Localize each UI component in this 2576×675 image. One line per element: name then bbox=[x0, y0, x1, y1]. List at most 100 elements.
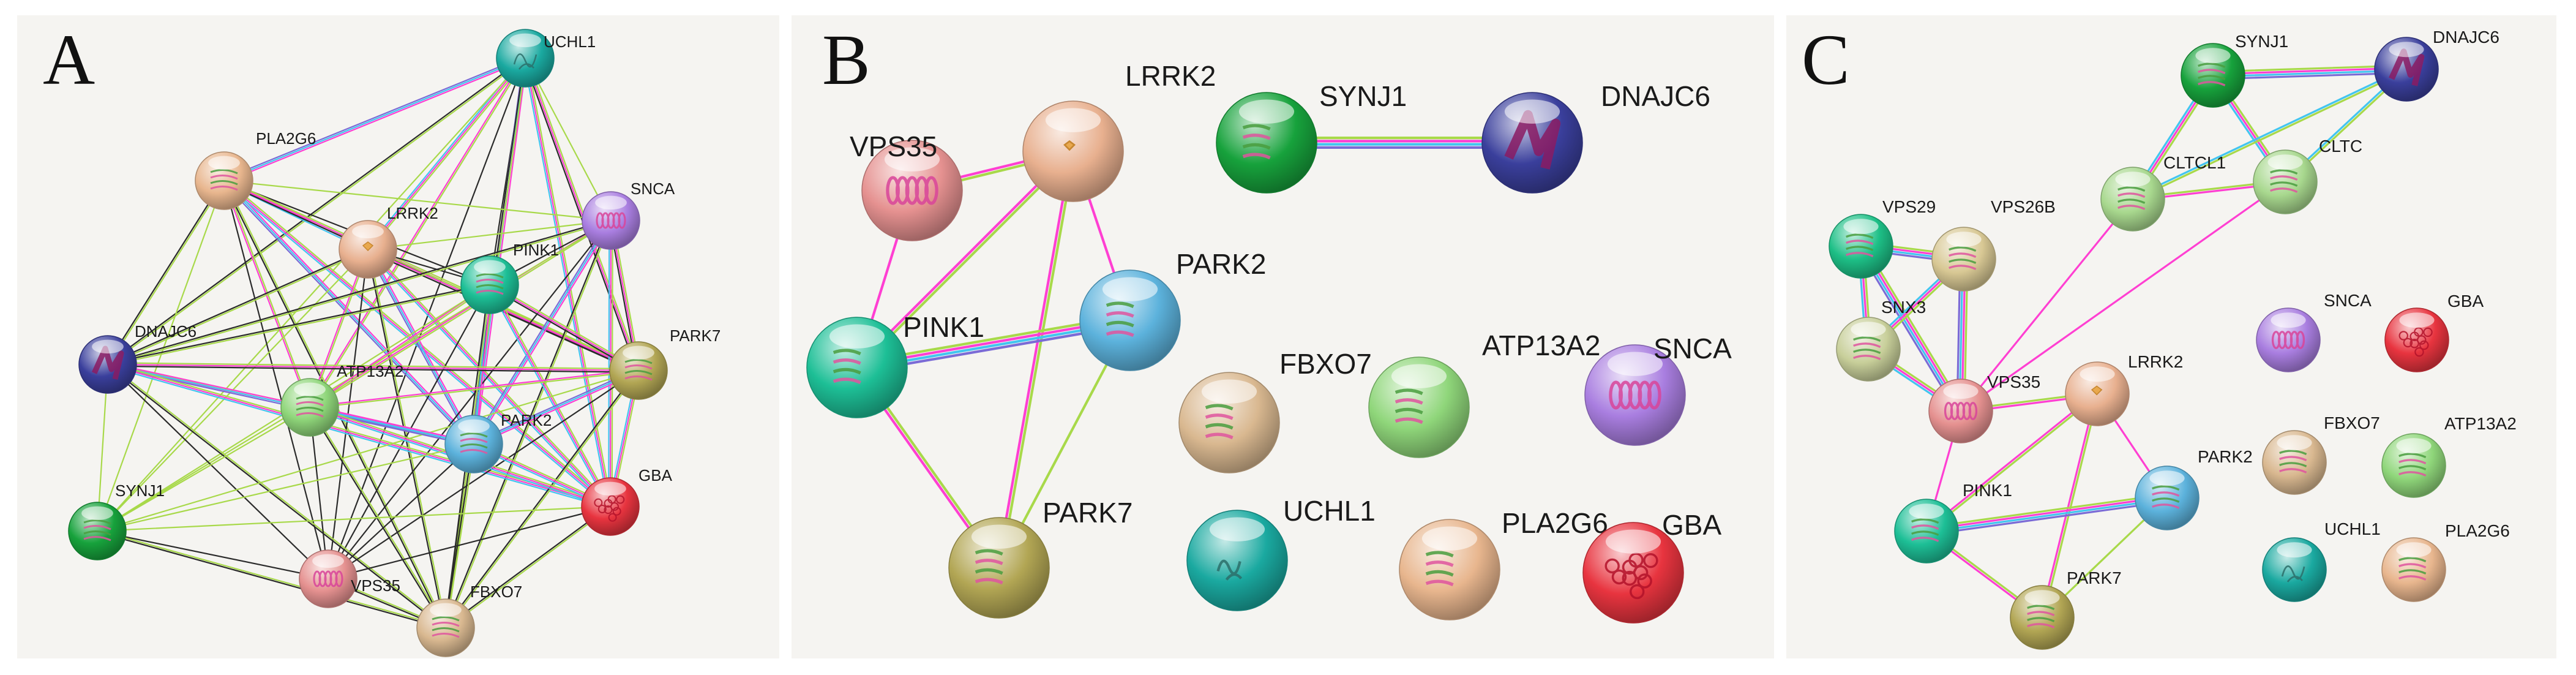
protein-node[interactable]: SNCA bbox=[1584, 333, 1732, 446]
interaction-edge bbox=[107, 58, 526, 366]
protein-node[interactable]: FBXO7 bbox=[1178, 348, 1372, 473]
interaction-edge bbox=[107, 283, 490, 364]
interaction-edge bbox=[471, 219, 610, 444]
interaction-edge bbox=[369, 58, 528, 251]
structure-glyph bbox=[432, 616, 460, 638]
protein-node[interactable]: PARK2 bbox=[2135, 447, 2253, 530]
interaction-edge bbox=[96, 530, 329, 580]
protein-node[interactable]: GBA bbox=[581, 466, 673, 536]
protein-node[interactable]: UCHL1 bbox=[2262, 519, 2381, 602]
structure-glyph bbox=[2117, 186, 2146, 210]
node-highlight bbox=[595, 195, 627, 210]
interaction-edge bbox=[367, 248, 475, 445]
interaction-edge bbox=[309, 371, 640, 409]
protein-node[interactable]: GBA bbox=[2384, 292, 2484, 372]
interaction-edge bbox=[608, 219, 610, 508]
node-label: PINK1 bbox=[513, 241, 559, 259]
structure-glyph bbox=[210, 169, 238, 191]
protein-node[interactable]: CLTCL1 bbox=[2100, 153, 2226, 232]
node-highlight bbox=[2277, 435, 2312, 451]
protein-node[interactable]: PINK1 bbox=[806, 311, 984, 418]
interaction-edge bbox=[524, 57, 612, 222]
protein-node[interactable]: LRRK2 bbox=[339, 204, 438, 279]
interaction-edge bbox=[996, 149, 1073, 569]
protein-node[interactable]: SYNJ1 bbox=[1216, 80, 1407, 194]
interaction-edge bbox=[327, 443, 475, 580]
protein-node[interactable]: PARK2 bbox=[1079, 248, 1266, 371]
protein-node[interactable]: UCHL1 bbox=[496, 29, 596, 88]
structure-glyph bbox=[460, 432, 488, 454]
protein-node[interactable]: VPS26B bbox=[1931, 197, 2056, 292]
interaction-edge bbox=[97, 529, 447, 628]
protein-node[interactable]: PLA2G6 bbox=[2381, 521, 2510, 602]
node-highlight bbox=[352, 224, 384, 239]
protein-node[interactable]: SYNJ1 bbox=[2181, 32, 2288, 108]
protein-node[interactable]: UCHL1 bbox=[1186, 495, 1376, 611]
structure-glyph bbox=[2270, 169, 2298, 193]
protein-node[interactable]: PLA2G6 bbox=[1399, 507, 1608, 620]
protein-node[interactable]: SNCA bbox=[582, 179, 675, 250]
protein-node[interactable]: VPS35 bbox=[299, 549, 400, 608]
interaction-edge bbox=[1960, 181, 2286, 412]
interaction-edge bbox=[446, 220, 613, 629]
protein-node[interactable]: FBXO7 bbox=[416, 583, 522, 657]
protein-node[interactable]: PARK7 bbox=[948, 497, 1133, 619]
protein-node[interactable]: CLTC bbox=[2253, 137, 2362, 214]
protein-node[interactable]: LRRK2 bbox=[2065, 352, 2183, 426]
protein-node[interactable]: DNAJC6 bbox=[1481, 80, 1710, 194]
node-highlight bbox=[1201, 379, 1257, 404]
structure-glyph bbox=[1911, 518, 1939, 542]
protein-node[interactable]: DNAJC6 bbox=[78, 322, 197, 394]
node-label: SNCA bbox=[631, 179, 675, 198]
node-sphere bbox=[1186, 510, 1288, 611]
protein-node[interactable]: ATP13A2 bbox=[1368, 330, 1600, 458]
protein-node[interactable]: PINK1 bbox=[460, 241, 559, 314]
interaction-edge bbox=[224, 179, 312, 408]
protein-node[interactable]: VPS29 bbox=[1829, 197, 1936, 279]
protein-node[interactable]: ATP13A2 bbox=[2381, 414, 2517, 498]
node-sphere bbox=[1399, 519, 1500, 620]
interaction-edge bbox=[473, 219, 612, 445]
interaction-edge bbox=[309, 285, 491, 409]
interaction-edge bbox=[2212, 64, 2408, 73]
interaction-edge bbox=[524, 57, 612, 508]
node-sphere bbox=[1079, 270, 1181, 371]
structure-glyph bbox=[1106, 301, 1134, 338]
structure-glyph bbox=[2091, 385, 2103, 396]
interaction-edge bbox=[96, 406, 311, 532]
protein-node[interactable]: GBA bbox=[1582, 509, 1721, 624]
interaction-edge bbox=[223, 59, 527, 183]
interaction-edge bbox=[474, 221, 613, 446]
node-highlight bbox=[829, 324, 885, 349]
interaction-edge bbox=[107, 363, 640, 372]
protein-node[interactable]: VPS35 bbox=[1928, 372, 2040, 443]
interaction-edge bbox=[107, 365, 640, 373]
protein-node[interactable]: DNAJC6 bbox=[2374, 28, 2499, 102]
node-highlight bbox=[2024, 590, 2060, 606]
protein-node[interactable]: FBXO7 bbox=[2262, 413, 2380, 495]
interaction-edge bbox=[472, 368, 638, 443]
protein-node[interactable]: SNCA bbox=[2256, 291, 2372, 372]
protein-node[interactable]: SYNJ1 bbox=[68, 481, 165, 560]
protein-node[interactable]: PARK7 bbox=[609, 326, 721, 400]
structure-glyph bbox=[476, 273, 504, 295]
protein-node[interactable]: PARK7 bbox=[2010, 568, 2122, 650]
protein-node[interactable]: SNX3 bbox=[1836, 298, 1926, 382]
protein-node[interactable]: ATP13A2 bbox=[280, 362, 403, 437]
protein-node[interactable]: VPS35 bbox=[850, 130, 963, 241]
protein-node[interactable]: LRRK2 bbox=[1022, 60, 1216, 202]
interaction-edge bbox=[108, 180, 226, 366]
structure-glyph bbox=[83, 519, 111, 541]
structure-glyph bbox=[594, 495, 625, 522]
interaction-edge bbox=[107, 247, 369, 364]
interaction-edge bbox=[999, 150, 1076, 570]
protein-node[interactable]: PINK1 bbox=[1894, 481, 2012, 564]
interaction-edge bbox=[2131, 67, 2407, 199]
interaction-edge bbox=[327, 505, 612, 580]
structure-glyph bbox=[2398, 453, 2427, 477]
interaction-edge bbox=[223, 179, 612, 222]
protein-node[interactable]: PLA2G6 bbox=[195, 129, 316, 210]
protein-node[interactable]: PARK2 bbox=[444, 411, 552, 473]
interaction-edge bbox=[309, 221, 612, 409]
